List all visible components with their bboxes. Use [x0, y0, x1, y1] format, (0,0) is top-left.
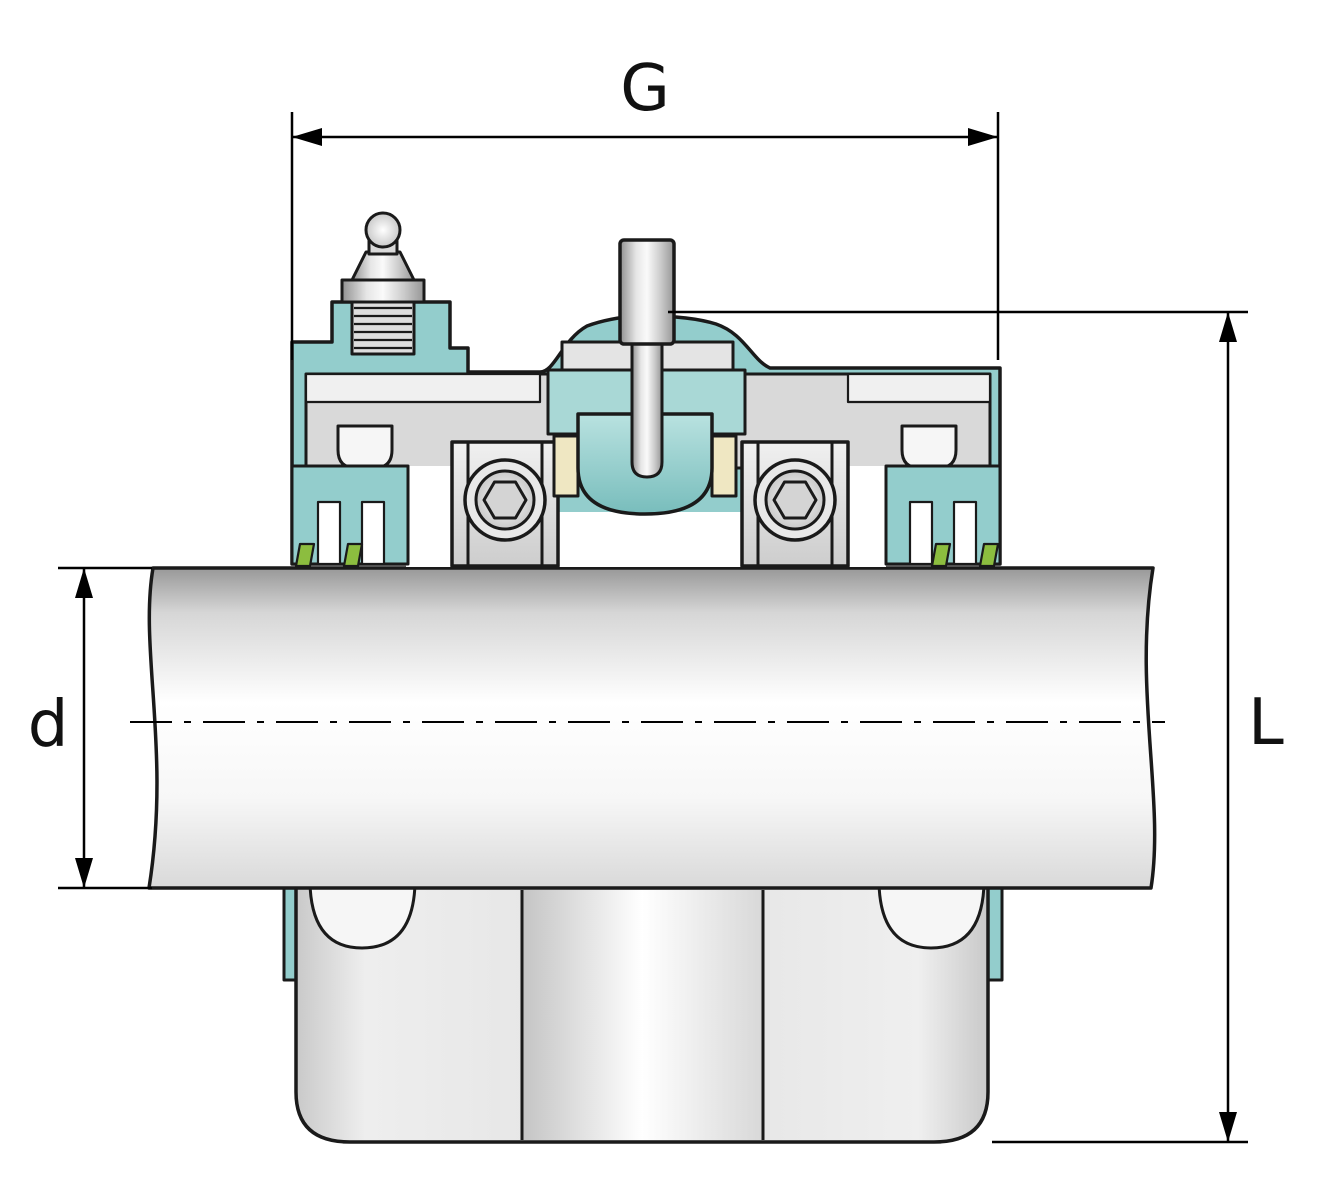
- labyrinth-slot: [908, 500, 934, 566]
- labyrinth-slot: [360, 500, 386, 566]
- arrowhead-bottom: [1219, 1112, 1237, 1142]
- dim-label-g: G: [620, 52, 670, 126]
- cap-joint-left: [304, 372, 542, 404]
- brass-block-left: [552, 434, 580, 498]
- arrowhead-top: [75, 568, 93, 598]
- arrowhead-top: [1219, 312, 1237, 342]
- stud-rod: [630, 342, 664, 479]
- grease-fitting-ball: [364, 211, 402, 249]
- clamp-collar-left: [450, 440, 560, 568]
- gap-right: [848, 466, 886, 567]
- labyrinth-slot: [316, 500, 342, 566]
- hex-socket-icon: [482, 480, 528, 520]
- arrowhead-left: [292, 128, 322, 146]
- dimension-l: L: [668, 310, 1284, 1144]
- shaft: [147, 566, 1157, 890]
- seal-lip: [342, 542, 364, 568]
- grease-fitting: [340, 211, 426, 356]
- arrowhead-bottom: [75, 858, 93, 888]
- dimension-g: G: [290, 52, 1000, 360]
- labyrinth-slot: [952, 500, 978, 566]
- bore-relief-right: [877, 882, 986, 950]
- dimension-d: d: [28, 566, 152, 890]
- hex-socket-icon: [772, 480, 818, 520]
- seal-lip: [978, 542, 1000, 568]
- dim-label-d: d: [28, 688, 69, 762]
- grease-fitting-hex: [340, 278, 426, 304]
- brass-block-right: [710, 434, 738, 498]
- cap-joint-right: [846, 372, 992, 404]
- bearing-unit: [290, 211, 1002, 568]
- gap-left: [406, 466, 452, 567]
- band-notch-left: [336, 424, 394, 470]
- gap-center: [558, 512, 742, 567]
- arrowhead-right: [968, 128, 998, 146]
- lower-housing-center-column: [522, 890, 763, 1140]
- seal-lip: [930, 542, 952, 568]
- stud: [618, 238, 676, 346]
- band-notch-right: [900, 424, 958, 470]
- bore-relief-left: [308, 882, 417, 950]
- dim-label-l: L: [1248, 686, 1284, 760]
- seal-lip: [294, 542, 316, 568]
- clamp-collar-right: [740, 440, 850, 568]
